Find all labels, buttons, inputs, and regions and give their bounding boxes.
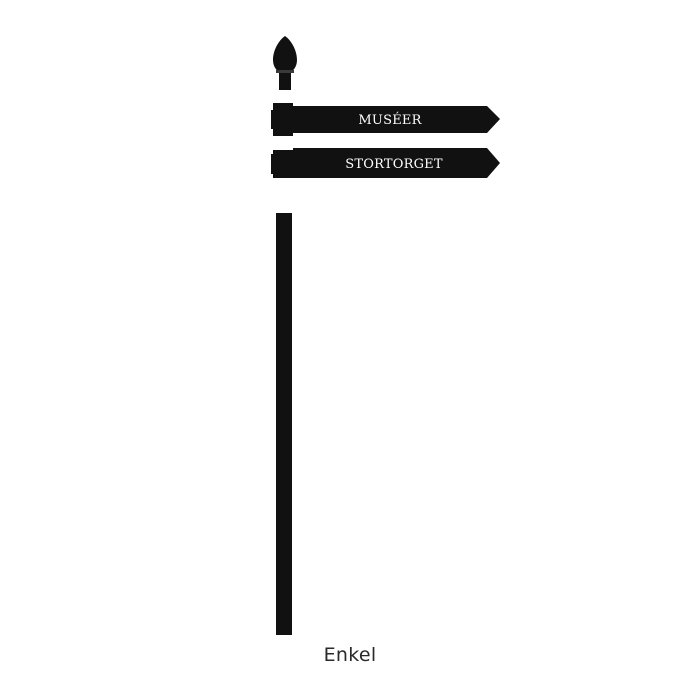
finial-ring: [276, 70, 294, 73]
sign-arm-museer: [271, 103, 500, 136]
sign-label-museer: MUSÉER: [358, 112, 422, 128]
variant-caption: Enkel: [323, 644, 377, 666]
finial: [273, 36, 297, 90]
sign-pole: [276, 213, 292, 635]
sign-arm-stortorget: [271, 148, 500, 178]
sign-label-stortorget: STORTORGET: [345, 157, 443, 172]
